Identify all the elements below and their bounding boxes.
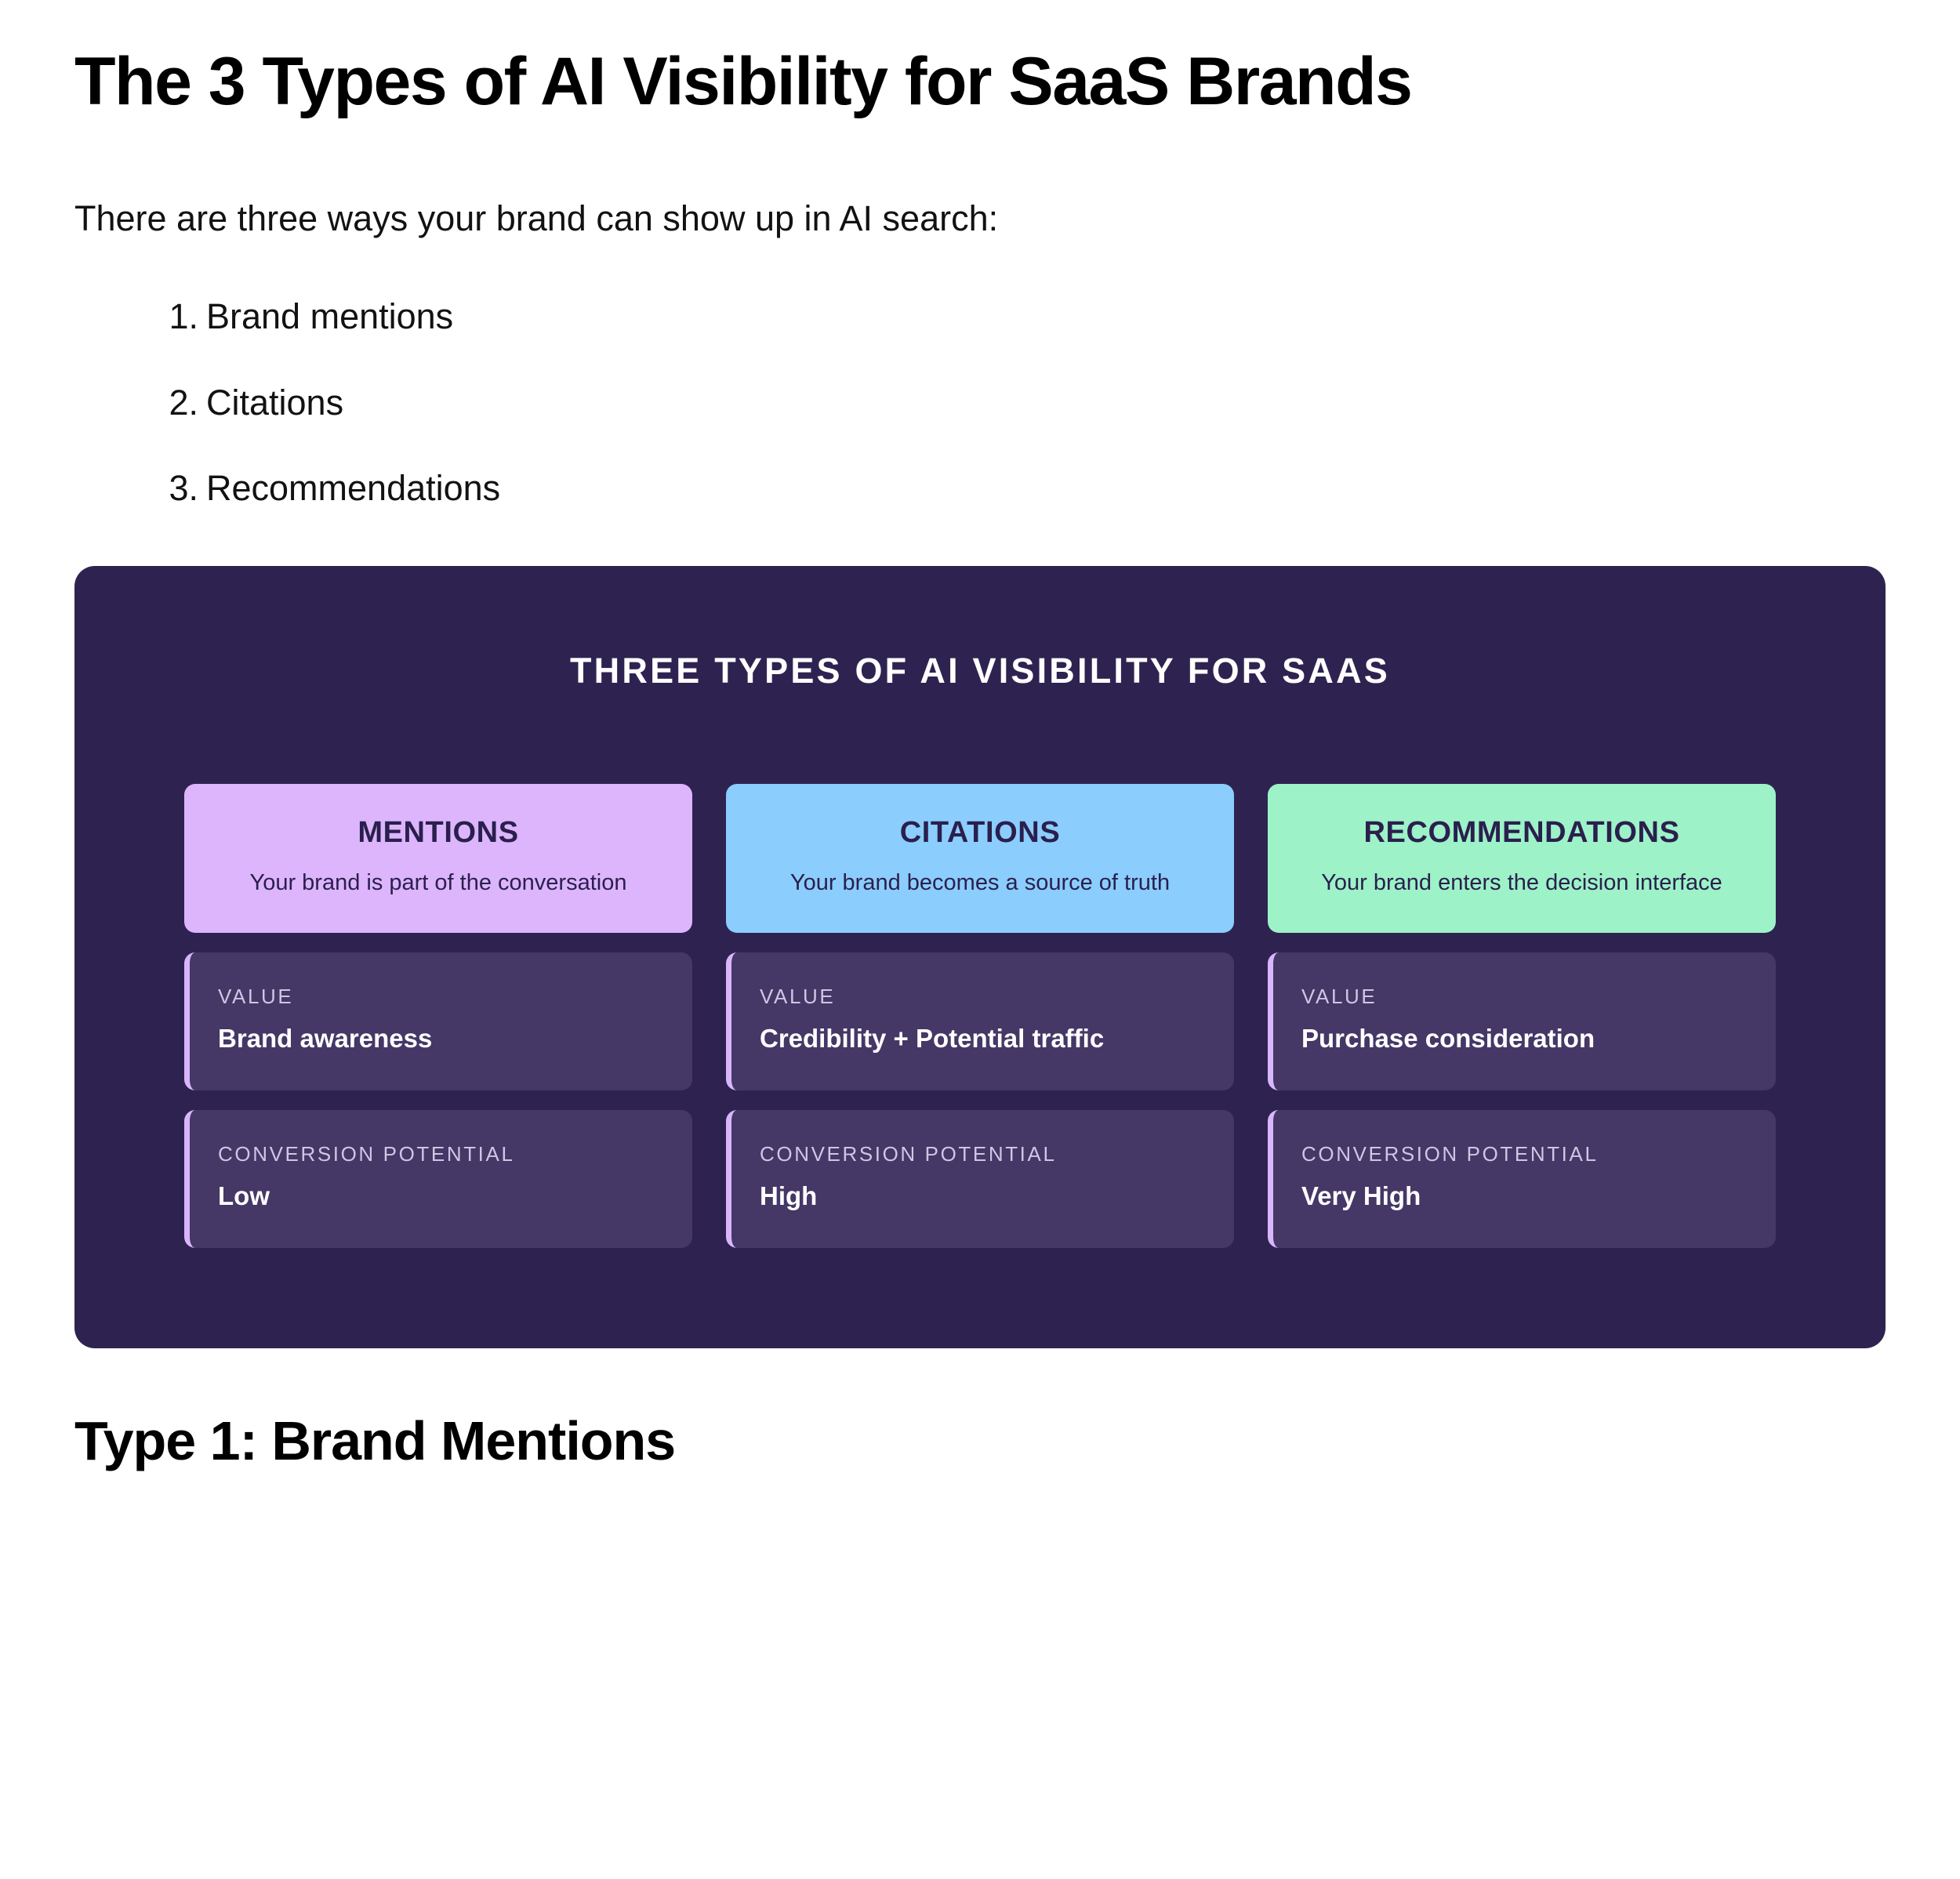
list-item-label: Brand mentions <box>206 296 454 337</box>
list-item-label: Recommendations <box>206 468 501 509</box>
type-card-title: RECOMMENDATIONS <box>1363 815 1680 849</box>
conversion-box-value: Low <box>218 1181 270 1211</box>
type-card-title: CITATIONS <box>899 815 1061 849</box>
page-title: The 3 Types of AI Visibility for SaaS Br… <box>74 44 1413 119</box>
conversion-box-label: CONVERSION POTENTIAL <box>760 1142 1057 1166</box>
value-box-label: VALUE <box>1301 985 1377 1009</box>
list-item: 2. Citations <box>74 376 1886 430</box>
list-item-number: 3. <box>169 468 198 509</box>
type-card-recommendations: RECOMMENDATIONS Your brand enters the de… <box>1268 783 1776 933</box>
value-box-mentions: VALUE Brand awareness <box>184 952 692 1090</box>
conversion-box-label: CONVERSION POTENTIAL <box>218 1142 515 1166</box>
type-card-title: MENTIONS <box>358 815 519 849</box>
value-box-value: Brand awareness <box>218 1024 433 1054</box>
intro-paragraph: There are three ways your brand can show… <box>74 198 999 238</box>
list-item: 3. Recommendations <box>74 462 1886 515</box>
type-card-description: Your brand enters the decision interface <box>1321 869 1722 895</box>
list-item-label: Citations <box>206 382 344 423</box>
value-box-label: VALUE <box>760 985 836 1009</box>
infographic-panel: THREE TYPES OF AI VISIBILITY FOR SAAS ME… <box>74 565 1886 1348</box>
conversion-box-label: CONVERSION POTENTIAL <box>1301 1142 1599 1166</box>
value-box-value: Purchase consideration <box>1301 1024 1595 1054</box>
section-heading: Type 1: Brand Mentions <box>74 1409 676 1471</box>
value-box-recommendations: VALUE Purchase consideration <box>1268 952 1776 1090</box>
conversion-box-citations: CONVERSION POTENTIAL High <box>726 1109 1234 1248</box>
value-box-value: Credibility + Potential traffic <box>760 1024 1105 1054</box>
type-card-citations: CITATIONS Your brand becomes a source of… <box>726 783 1234 933</box>
conversion-box-value: High <box>760 1181 818 1211</box>
visibility-type-list: 1. Brand mentions 2. Citations 3. Recomm… <box>74 245 1886 515</box>
conversion-box-recommendations: CONVERSION POTENTIAL Very High <box>1268 1109 1776 1248</box>
list-item: 1. Brand mentions <box>74 290 1886 343</box>
list-item-number: 1. <box>169 296 198 337</box>
infographic-heading: THREE TYPES OF AI VISIBILITY FOR SAAS <box>569 650 1391 691</box>
value-box-citations: VALUE Credibility + Potential traffic <box>726 952 1234 1090</box>
list-item-number: 2. <box>169 382 198 423</box>
infographic-grid: MENTIONS Your brand is part of the conve… <box>184 783 1776 1248</box>
type-card-mentions: MENTIONS Your brand is part of the conve… <box>184 783 692 933</box>
conversion-box-value: Very High <box>1301 1181 1421 1211</box>
type-card-description: Your brand becomes a source of truth <box>789 869 1171 895</box>
conversion-box-mentions: CONVERSION POTENTIAL Low <box>184 1109 692 1248</box>
value-box-label: VALUE <box>218 985 294 1009</box>
type-card-description: Your brand is part of the conversation <box>249 869 627 895</box>
